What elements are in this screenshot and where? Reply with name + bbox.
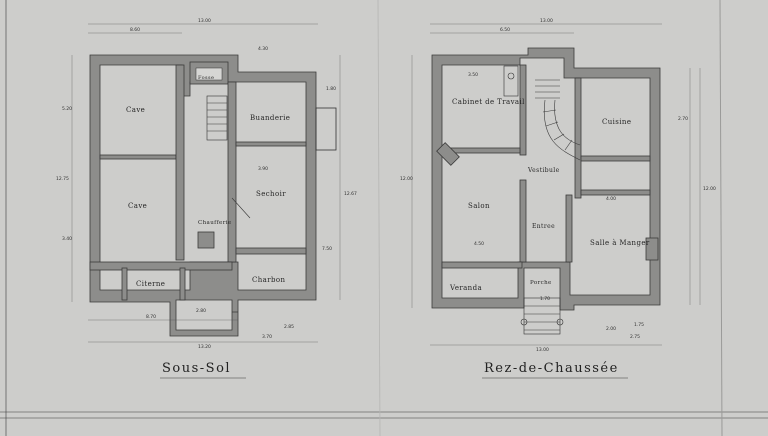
room-label-veranda: Veranda — [449, 284, 482, 292]
salon-east-wall — [519, 179, 527, 263]
ground-floor-plan: Cabinet de Travail Cuisine Vestibule Sal… — [400, 18, 716, 353]
dim-right-total: 12.67 — [344, 191, 357, 197]
dim-d6: 7.50 — [322, 246, 332, 252]
citerne-wall — [121, 267, 128, 301]
dim-d7: 4.30 — [258, 46, 268, 52]
basement-stair — [206, 95, 228, 141]
cuisine-west-wall — [574, 77, 582, 199]
room-label-salle: Salle à Manger — [590, 238, 650, 247]
cabinet-east-wall — [519, 64, 527, 156]
room-label-vestibule: Vestibule — [527, 167, 560, 174]
dim-top-left: 6.50 — [500, 27, 510, 33]
dim-d3: 3.40 — [62, 236, 72, 242]
sechoir-charbon-wall — [235, 247, 307, 255]
dim-d5: 3.90 — [258, 166, 268, 172]
dim-salon: 4.50 — [474, 241, 484, 247]
citerne-wall-2 — [179, 267, 186, 301]
dim-salle-a: 2.00 — [606, 326, 616, 332]
basement-plan: Cave Cave Fosse Buanderie Sechoir Chauff… — [56, 18, 357, 350]
room-label-chaufferie: Chaufferie — [198, 220, 232, 226]
cuisine-south-wall — [580, 155, 651, 162]
dim-bottom-a: 3.70 — [262, 334, 272, 340]
ground-outer-wall — [431, 47, 661, 311]
room-label-fosse: Fosse — [198, 75, 214, 81]
room-label-charbon: Charbon — [252, 276, 285, 284]
room-label-salon: Salon — [468, 202, 490, 210]
basement-title: Sous-Sol — [162, 361, 231, 376]
room-label-citerne: Citerne — [136, 280, 165, 288]
room-label-cuisine: Cuisine — [602, 118, 631, 126]
dim-d2: 4.00 — [606, 196, 616, 202]
boiler — [197, 231, 215, 249]
room-label-sechoir: Sechoir — [256, 190, 286, 198]
main-stair-treads — [535, 79, 573, 151]
buanderie-west-wall — [227, 81, 237, 263]
dim-d3: 2.70 — [678, 116, 688, 122]
room-label-buanderie: Buanderie — [250, 114, 290, 122]
dim-bottom-overall: 13.00 — [536, 347, 549, 353]
dim-d2: 1.80 — [326, 86, 336, 92]
basement-annex — [315, 107, 337, 151]
dim-salle-c: 2.75 — [630, 334, 640, 340]
dim-right-total: 12.00 — [703, 186, 716, 192]
paper-fold-center — [377, 0, 381, 436]
salle-north-wall — [580, 189, 651, 196]
dim-d4: 2.80 — [196, 308, 206, 314]
dim-bottom-b: 2.85 — [284, 324, 294, 330]
dim-d1: 3.50 — [468, 72, 478, 78]
wc-bowl — [507, 72, 515, 80]
salle-west-wall — [565, 194, 573, 263]
dim-d4: 1.70 — [540, 296, 550, 302]
dim-d1: 5.20 — [62, 106, 72, 112]
main-stair-outer — [543, 99, 581, 161]
room-label-cabinet: Cabinet de Travail — [452, 98, 525, 106]
veranda-north-wall — [441, 261, 523, 269]
ground-floor-title: Rez-de-Chaussée — [484, 361, 619, 376]
dim-salle-b: 1.75 — [634, 322, 644, 328]
room-label-cave-1: Cave — [126, 106, 145, 114]
dim-left-total: 12.00 — [400, 176, 413, 182]
basement-south-strip-wall — [89, 261, 233, 271]
dim-bottom-c: 8.70 — [146, 314, 156, 320]
salle-fireplace — [645, 237, 659, 261]
room-label-entree: Entree — [532, 223, 555, 230]
cave-east-wall — [175, 64, 185, 261]
dim-bottom-overall: 13.20 — [198, 344, 211, 350]
dim-left-total: 12.75 — [56, 176, 69, 182]
main-stair-inner — [554, 99, 581, 146]
chute-line — [231, 197, 251, 219]
salon-fireplace — [436, 142, 460, 166]
buanderie-sechoir-wall — [235, 141, 307, 147]
wc — [503, 65, 519, 97]
paper-fold — [719, 0, 723, 436]
porch-steps — [520, 297, 564, 335]
cave-divider-wall — [99, 154, 177, 160]
dim-top-overall: 13.00 — [198, 18, 211, 24]
dim-top-overall: 13.00 — [540, 18, 553, 24]
dim-top-left: 8.60 — [130, 27, 140, 33]
room-label-cave-2: Cave — [128, 202, 147, 210]
fosse-pit — [195, 67, 223, 81]
room-label-porche: Porche — [530, 280, 552, 286]
